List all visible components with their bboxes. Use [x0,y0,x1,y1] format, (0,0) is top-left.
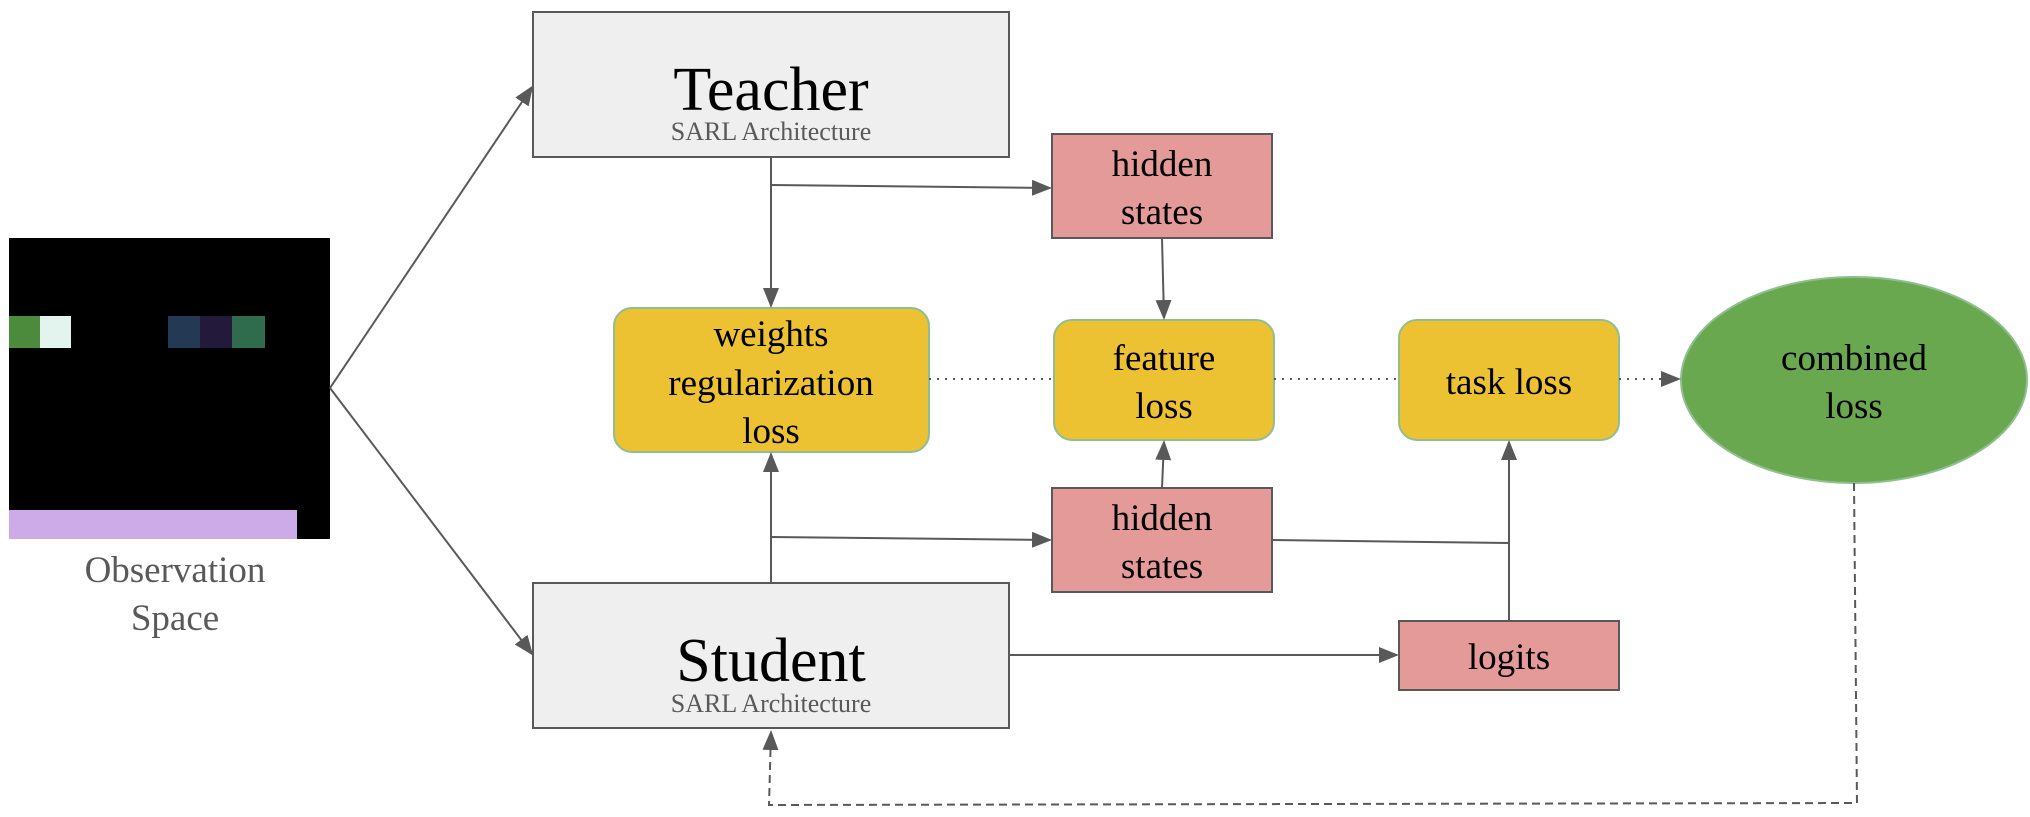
logits-box [1398,620,1620,691]
teacher-title: Teacher [673,56,869,124]
observation-navy-cell [168,316,200,348]
hidden-states-top-box [1051,133,1273,239]
weights-loss-line2: regularization [668,363,873,404]
observation-floor [9,510,297,539]
hidden-states-bottom-line2: states [1121,546,1203,587]
weights-loss-line3: loss [742,411,800,452]
arrow-observation-to-student [329,387,534,656]
hidden-states-top-line1: hidden [1112,144,1213,185]
combined-loss-ellipse [1680,276,2028,484]
observation-label-line1: Observation [85,550,266,591]
logits-label: logits [1468,637,1550,678]
observation-purple-cell [200,316,232,348]
observation-green-cell [232,316,265,348]
feature-loss-line2: loss [1135,386,1193,427]
observation-space-image [9,238,330,539]
hidden-states-top-line2: states [1121,192,1203,233]
observation-agent-cell [9,316,40,348]
arrow-teacher-to-hidden-states-top [770,179,1052,196]
arrow-observation-to-teacher [329,85,534,389]
hidden-states-bottom-line1: hidden [1112,498,1213,539]
student-title: Student [676,627,865,695]
combined-loss-line1: combined [1781,338,1927,379]
weights-loss-line1: weights [713,314,828,355]
observation-background [9,238,330,539]
arrow-student-to-hidden-states-bottom [770,531,1052,548]
observation-label-line2: Space [131,598,219,639]
teacher-subtitle: SARL Architecture [671,117,871,146]
observation-agent-light-cell [40,316,71,348]
line-hidden-bottom-to-task-path [1271,539,1510,544]
dashed-feedback-combined-to-student [762,482,1859,807]
task-loss-label: task loss [1446,362,1572,403]
hidden-states-bottom-box [1051,487,1273,593]
arrow-hidden-bottom-to-feature-loss [1155,440,1172,489]
student-box [532,582,1010,729]
combined-loss-line2: loss [1825,386,1883,427]
feature-loss-line1: feature [1113,338,1216,379]
teacher-box [532,11,1010,158]
student-subtitle: SARL Architecture [671,689,871,718]
arrow-hidden-top-to-feature-loss [1155,237,1172,320]
